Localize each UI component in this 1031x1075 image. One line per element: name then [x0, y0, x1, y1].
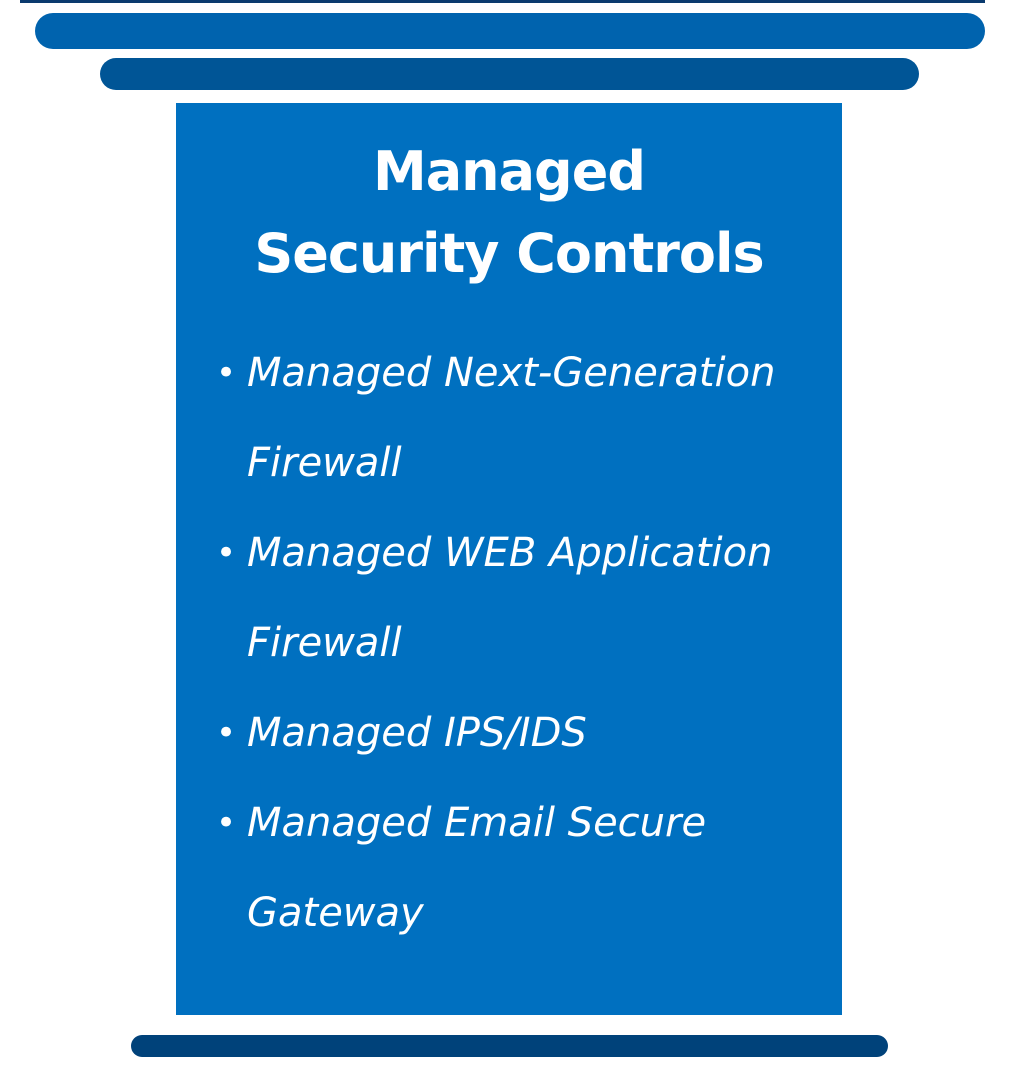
- bullet-icon: •: [216, 533, 237, 573]
- item-text: Managed Email Secure: [247, 800, 707, 846]
- item-text: Managed IPS/IDS: [247, 710, 587, 756]
- item-text: Managed WEB Application: [247, 530, 773, 576]
- item-text-cont: Firewall: [247, 620, 402, 666]
- item-text: Managed Next-Generation: [247, 350, 776, 396]
- bullet-icon: •: [216, 803, 237, 843]
- item-text-cont: Firewall: [247, 440, 402, 486]
- pillar-base-bar: [131, 1035, 888, 1057]
- title-line-2: Security Controls: [254, 222, 764, 285]
- pillar-title: Managed Security Controls: [176, 131, 842, 295]
- capital-top-bar: [35, 13, 985, 49]
- top-edge-line: [20, 0, 985, 3]
- capital-lower-bar: [100, 58, 919, 90]
- list-item: •Managed IPS/IDS: [216, 688, 822, 778]
- bullet-icon: •: [216, 353, 237, 393]
- bullet-icon: •: [216, 713, 237, 753]
- title-line-1: Managed: [373, 140, 646, 203]
- pillar-panel: Managed Security Controls •Managed Next-…: [176, 103, 842, 1015]
- item-text-cont: Gateway: [247, 890, 424, 936]
